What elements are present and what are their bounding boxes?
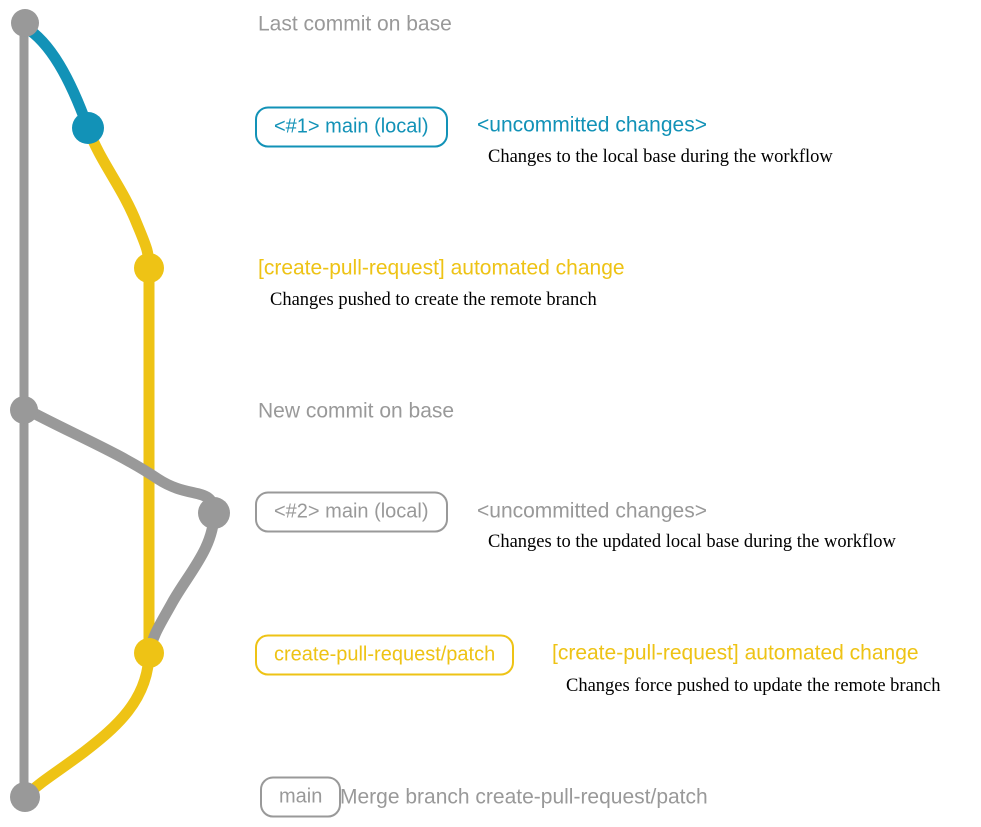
label-merge-branch: Merge branch create-pull-request/patch (340, 785, 708, 809)
branch-badge-main: main (260, 776, 342, 818)
commit-dot-remote-1 (134, 253, 164, 283)
note-local-base-changes: Changes to the local base during the wor… (488, 146, 833, 167)
label-uncommitted-changes-1: <uncommitted changes> (477, 113, 707, 137)
label-last-commit-on-base: Last commit on base (258, 12, 452, 36)
commit-dot-last-base (11, 9, 39, 37)
updated-local-main-curve (18, 402, 220, 658)
label-automated-change-1: [create-pull-request] automated change (258, 256, 625, 280)
commit-dot-merge (10, 782, 40, 812)
branch-badge-main-local-2: <#2> main (local) (255, 491, 448, 533)
commit-dot-local-1 (72, 112, 104, 144)
commit-dot-local-2 (198, 497, 230, 529)
branch-badge-create-pull-request-patch: create-pull-request/patch (255, 634, 515, 676)
commit-dot-remote-2 (134, 638, 164, 668)
label-uncommitted-changes-2: <uncommitted changes> (477, 499, 707, 523)
commit-dot-new-base (10, 396, 38, 424)
label-new-commit-on-base: New commit on base (258, 399, 455, 423)
note-pushed-create-remote: Changes pushed to create the remote bran… (270, 289, 597, 310)
label-automated-change-2: [create-pull-request] automated change (552, 641, 919, 665)
local-main-branch-curve (19, 21, 94, 134)
commit-graph (10, 9, 230, 812)
branch-badge-main-local-1: <#1> main (local) (255, 106, 448, 148)
note-force-pushed-update-remote: Changes force pushed to update the remot… (566, 675, 941, 696)
note-updated-local-base-changes: Changes to the updated local base during… (488, 531, 896, 552)
